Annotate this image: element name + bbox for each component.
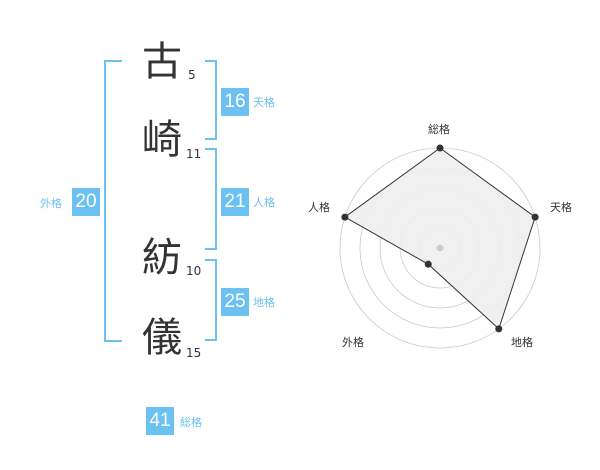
name-char-1: 古 xyxy=(142,39,182,85)
radar-axis-label-tenkaku: 天格 xyxy=(550,201,572,214)
jinkaku-label: 人格 xyxy=(253,196,275,209)
radar-points xyxy=(341,144,539,333)
jinkaku-bracket xyxy=(205,148,217,250)
soukaku-value-badge: 41 xyxy=(146,407,174,435)
stroke-count-2: 11 xyxy=(186,147,202,161)
radar-point xyxy=(341,213,349,221)
chikaku-value-badge: 25 xyxy=(221,288,249,316)
soukaku-label: 総格 xyxy=(180,416,202,429)
name-char-2: 崎 xyxy=(142,117,182,163)
chikaku-label: 地格 xyxy=(253,296,275,309)
stroke-count-1: 5 xyxy=(188,68,196,82)
stroke-count-3: 10 xyxy=(186,264,202,278)
radar-center-dot xyxy=(436,244,444,252)
radar-point xyxy=(436,144,444,152)
chikaku-bracket xyxy=(205,259,217,341)
gaikaku-bracket xyxy=(104,60,122,342)
name-char-4: 儀 xyxy=(142,315,182,361)
gaikaku-value-badge: 20 xyxy=(72,188,100,216)
tenkaku-label: 天格 xyxy=(253,96,275,109)
gaikaku-label: 外格 xyxy=(40,197,62,210)
radar-point xyxy=(495,325,503,333)
radar-point xyxy=(424,260,432,268)
radar-axis-label-soukaku: 総格 xyxy=(428,123,450,136)
radar-axis-label-gaikaku: 外格 xyxy=(342,336,364,349)
tenkaku-bracket xyxy=(205,60,217,140)
stroke-count-4: 15 xyxy=(186,346,202,360)
radar-polygon xyxy=(343,147,536,330)
name-char-3: 紡 xyxy=(142,235,182,281)
radar-point xyxy=(531,213,539,221)
tenkaku-value-badge: 16 xyxy=(221,88,249,116)
radar-axis-label-jinkaku: 人格 xyxy=(308,201,330,214)
radar-axis-label-chikaku: 地格 xyxy=(511,336,533,349)
jinkaku-value-badge: 21 xyxy=(221,188,249,216)
